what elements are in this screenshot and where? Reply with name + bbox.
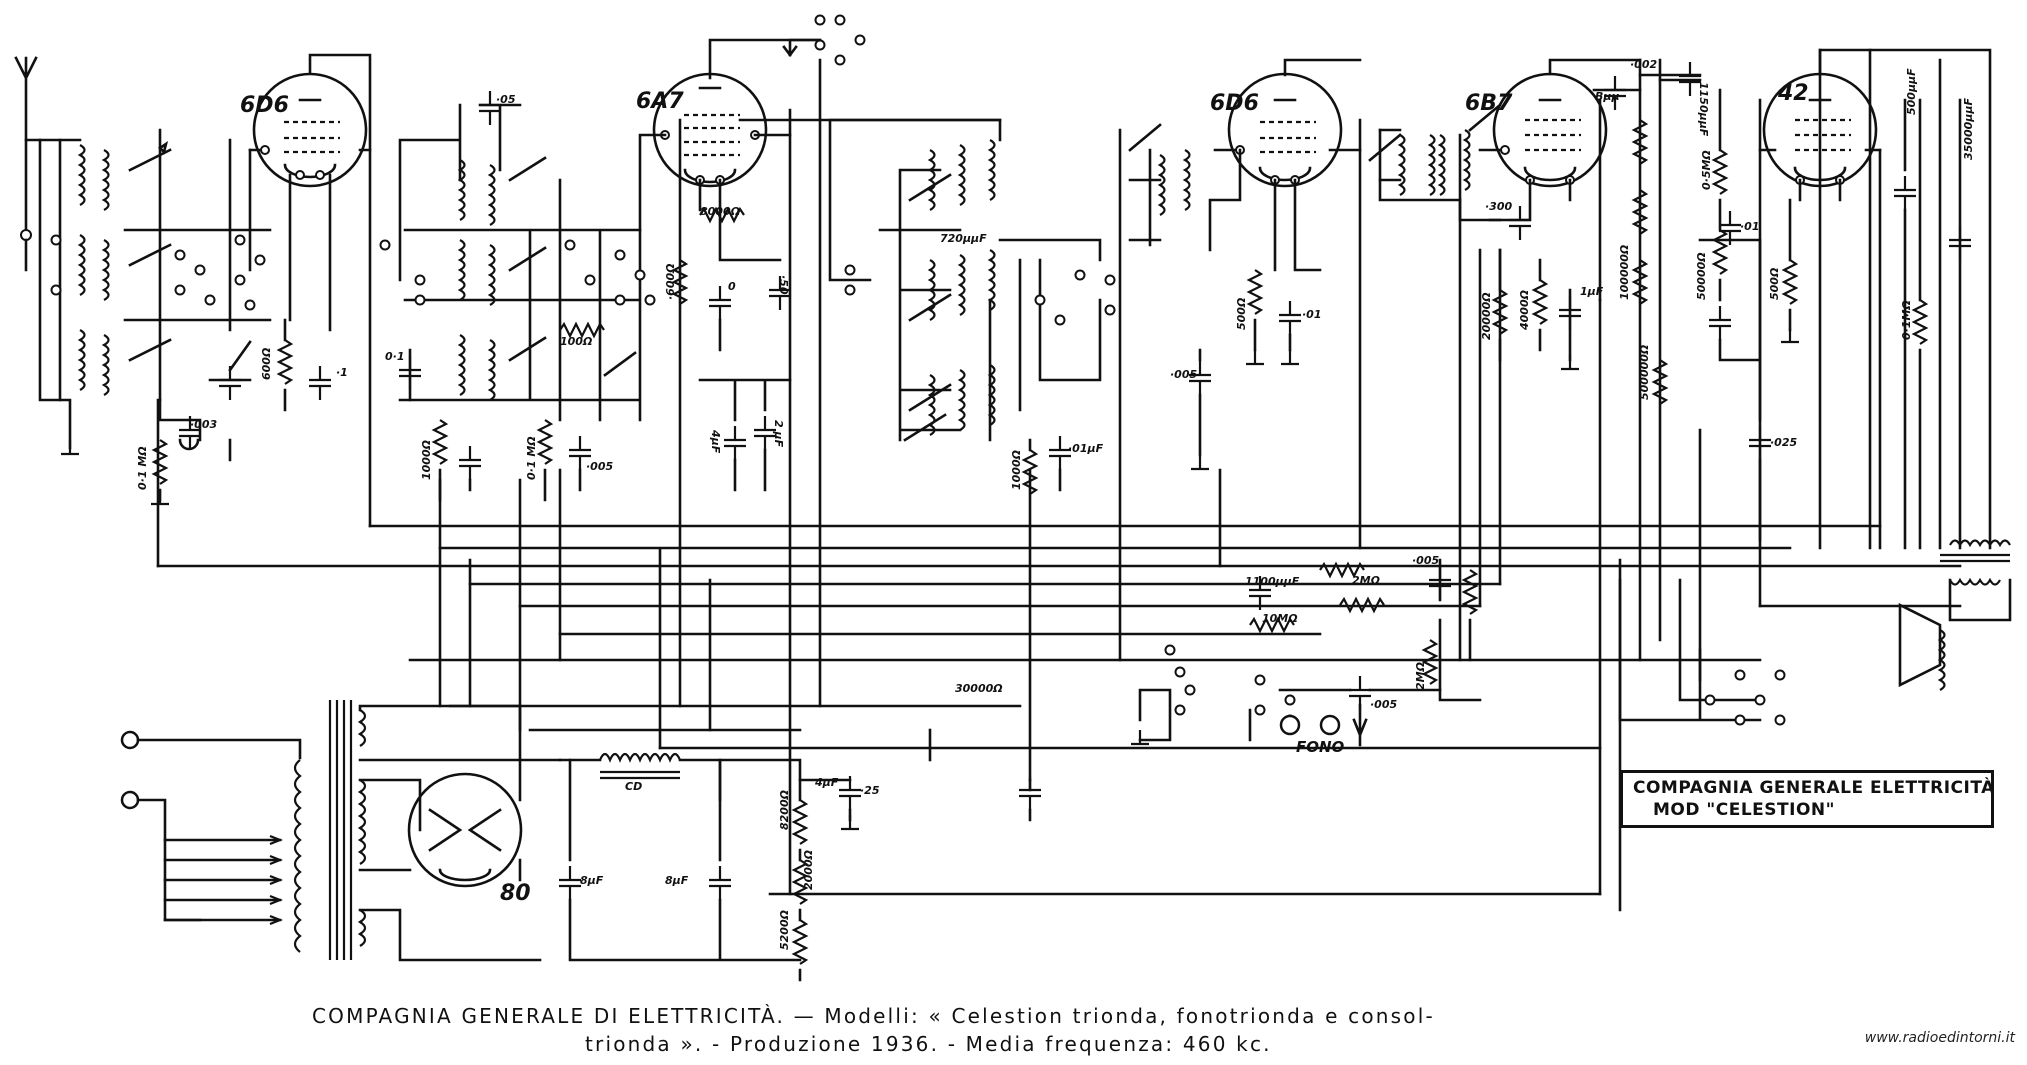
tube-label: 6D6 bbox=[1210, 91, 1259, 116]
component-label: 8200Ω bbox=[778, 790, 791, 830]
component-label: 0·1MΩ bbox=[1900, 300, 1913, 340]
component-label: ·005 bbox=[1412, 554, 1439, 567]
component-label: ·01 bbox=[1740, 220, 1760, 233]
component-label: 2MΩ bbox=[1414, 662, 1427, 690]
phono-switch bbox=[1164, 644, 1296, 726]
component-label: 5200Ω bbox=[778, 910, 791, 950]
component-label: 500Ω bbox=[1235, 298, 1248, 330]
component-label: 2 μF bbox=[772, 420, 785, 448]
tube-labels: 6D6 6A7 6D6 6B7 42 80 bbox=[240, 81, 1809, 906]
watermark: www.radioedintorni.it bbox=[1864, 1030, 2015, 1046]
component-label: 1150μμF bbox=[1697, 82, 1710, 137]
tube-4 bbox=[1438, 58, 1668, 406]
rectifier-tube-icon bbox=[407, 772, 523, 888]
oscillator-coils bbox=[782, 14, 1116, 496]
component-label: 0 bbox=[728, 280, 736, 293]
component-label: 4μF bbox=[709, 429, 722, 454]
oscillator-section bbox=[379, 89, 656, 502]
band-switch-2 bbox=[379, 239, 656, 306]
component-label: 8000Ω bbox=[700, 205, 740, 218]
bus-lines bbox=[156, 48, 1962, 912]
component-label: 100000Ω bbox=[1618, 245, 1631, 300]
phono-jack-right bbox=[1319, 714, 1341, 736]
legend-line-2: MOD "CELESTION" bbox=[1653, 800, 1835, 820]
component-label: 1μF bbox=[1580, 285, 1604, 298]
fono-label: FONO bbox=[1296, 738, 1345, 756]
component-label: 10MΩ bbox=[1262, 612, 1298, 625]
component-label: ·25 bbox=[860, 784, 880, 797]
component-label: 600Ω bbox=[260, 348, 273, 380]
component-label: 30000Ω bbox=[955, 682, 1003, 695]
component-label: ·002 bbox=[1630, 58, 1657, 71]
component-label: CD bbox=[625, 780, 642, 793]
caption-line-1: COMPAGNIA GENERALE DI ELETTRICITÀ. — Mod… bbox=[312, 1004, 1435, 1028]
tube-label: 80 bbox=[500, 881, 531, 906]
component-value-labels: ·05 600Ω ·1 ·003 0·1 0·1 MΩ 1000Ω ·005 0… bbox=[136, 58, 1975, 950]
speaker-icon bbox=[1898, 602, 1946, 692]
component-label: 35000μμF bbox=[1962, 98, 1975, 160]
component-label: ·01μF bbox=[1068, 442, 1104, 455]
caption-line-2: trionda ». - Produzione 1936. - Media fr… bbox=[585, 1032, 1272, 1056]
component-label: ·300 bbox=[1485, 200, 1512, 213]
component-label: 0·1 MΩ bbox=[136, 446, 149, 490]
component-label: ·50 bbox=[777, 275, 790, 295]
component-label: 0·1 bbox=[385, 350, 405, 363]
tube-label: 42 bbox=[1777, 81, 1809, 106]
component-label: ·005 bbox=[1370, 698, 1397, 711]
tube-3 bbox=[1128, 58, 1462, 471]
component-label: 20000Ω bbox=[1480, 292, 1493, 340]
component-label: ·05 bbox=[496, 93, 516, 106]
speaker-switch bbox=[1704, 669, 1786, 726]
component-label: 4μF bbox=[814, 776, 839, 789]
antenna-input-section bbox=[14, 56, 333, 506]
legend-line-1: COMPAGNIA GENERALE ELETTRICITÀ bbox=[1633, 778, 1995, 798]
component-label: ·600Ω bbox=[664, 264, 677, 301]
component-label: ·1 bbox=[336, 366, 348, 379]
component-label: 1000Ω bbox=[1010, 450, 1023, 490]
tube-label: 6A7 bbox=[636, 89, 684, 114]
component-label: 0·5MΩ bbox=[1700, 150, 1713, 190]
component-label: 8μF bbox=[580, 874, 604, 887]
component-label: 0·1 MΩ bbox=[525, 436, 538, 480]
component-label: ·005 bbox=[1170, 368, 1197, 381]
component-label: 500Ω bbox=[1768, 268, 1781, 300]
tube-label: 6D6 bbox=[240, 93, 289, 118]
output-stage bbox=[1638, 48, 1992, 550]
power-supply bbox=[120, 700, 1043, 982]
component-label: ·005 bbox=[586, 460, 613, 473]
component-label: 4000Ω bbox=[1518, 290, 1531, 331]
component-label: 8μF bbox=[665, 874, 689, 887]
component-label: 2MΩ bbox=[1352, 574, 1380, 587]
component-label: 500μμF bbox=[1905, 68, 1918, 115]
component-label: ·01 bbox=[1302, 308, 1322, 321]
component-label: 100Ω bbox=[560, 335, 592, 348]
model-legend-box: COMPAGNIA GENERALE ELETTRICITÀ MOD "CELE… bbox=[1620, 770, 1994, 828]
component-label: ·025 bbox=[1770, 436, 1797, 449]
tube-1 bbox=[248, 53, 372, 332]
component-label: 1100μμF bbox=[1245, 575, 1300, 588]
phono-volume-section bbox=[1129, 558, 1786, 747]
component-label: 500000Ω bbox=[1638, 345, 1651, 400]
component-label: 1000Ω bbox=[420, 440, 433, 480]
component-label: 50000Ω bbox=[1695, 252, 1708, 300]
phono-jack-left bbox=[1279, 714, 1301, 736]
output-transformer bbox=[1940, 539, 2012, 622]
component-label: Bμμ bbox=[1595, 90, 1620, 103]
component-label: ·003 bbox=[190, 418, 217, 431]
component-label: 720μμF bbox=[940, 232, 987, 245]
component-label: 2000Ω bbox=[802, 850, 815, 890]
tube-label: 6B7 bbox=[1465, 91, 1513, 116]
